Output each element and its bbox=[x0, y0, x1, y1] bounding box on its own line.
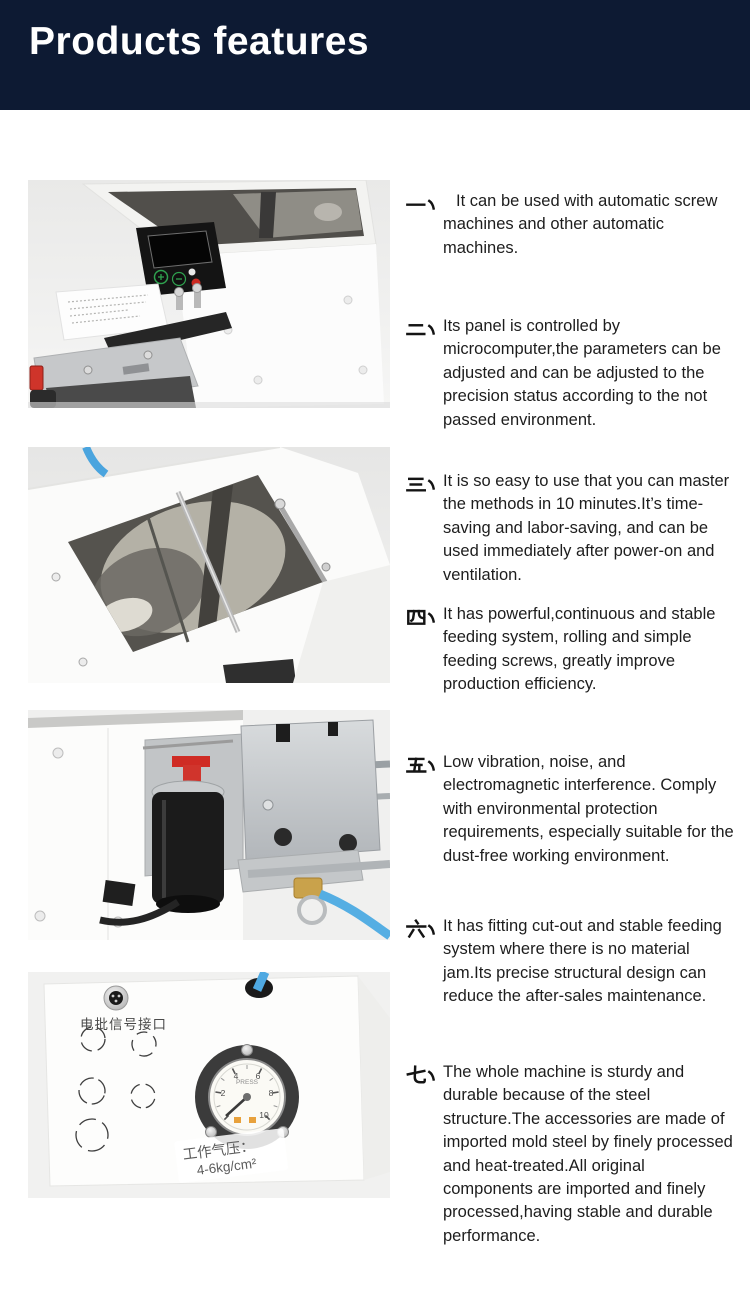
gauge-scale-8: 8 bbox=[269, 1088, 274, 1098]
gauge-scale-10: 10 bbox=[259, 1110, 269, 1120]
gauge-dial-text: PRESS bbox=[236, 1079, 259, 1086]
pressure-label: 工作气压： 4-6kg/cm² bbox=[174, 1128, 289, 1183]
feature-number-icon bbox=[406, 199, 436, 210]
pressure-gauge: 2 4 6 8 10 PRESS bbox=[195, 1044, 299, 1149]
blue-air-tube bbox=[252, 972, 270, 992]
feature-item: It is so easy to use that you can master… bbox=[405, 470, 739, 587]
feature-item: Low vibration, noise, and electromagneti… bbox=[405, 751, 739, 868]
screw-feeder-machine-illustration bbox=[28, 180, 390, 408]
feature-item: The whole machine is sturdy and durable … bbox=[405, 1061, 739, 1248]
feature-item: It has powerful,continuous and stable fe… bbox=[405, 603, 739, 697]
gauge-needle bbox=[225, 1096, 248, 1117]
feature-text: The whole machine is sturdy and durable … bbox=[443, 1063, 733, 1245]
gauge-scale-6: 6 bbox=[256, 1071, 261, 1081]
feature-text: It is so easy to use that you can master… bbox=[443, 472, 730, 584]
pressure-panel-illustration: 电批信号接口 bbox=[28, 972, 390, 1198]
feature-number-icon bbox=[406, 1065, 436, 1084]
blue-air-tube bbox=[318, 889, 390, 940]
feature-number-icon bbox=[407, 609, 436, 625]
feature-number-icon bbox=[406, 477, 436, 492]
feed-motor-illustration bbox=[28, 710, 390, 940]
gauge-scale-2: 2 bbox=[221, 1088, 226, 1098]
feature-item: Its panel is controlled by microcomputer… bbox=[405, 315, 739, 432]
feature-number-icon bbox=[406, 918, 436, 939]
product-photo-2 bbox=[28, 447, 390, 683]
feature-text: Low vibration, noise, and electromagneti… bbox=[443, 753, 734, 865]
feature-item: It can be used with automatic screw mach… bbox=[405, 190, 739, 260]
page-title: Products features bbox=[29, 20, 370, 63]
feature-text: It has powerful,continuous and stable fe… bbox=[443, 605, 716, 694]
connector-label: 电批信号接口 bbox=[80, 1016, 167, 1032]
feature-number-icon bbox=[406, 757, 436, 773]
product-photo-1 bbox=[28, 180, 390, 408]
header-band: Products features bbox=[0, 0, 750, 110]
feature-text: It has fitting cut-out and stable feedin… bbox=[443, 917, 722, 1006]
feature-number-icon bbox=[406, 324, 436, 336]
gauge-scale-4: 4 bbox=[234, 1071, 239, 1081]
svg-text:4-6kg/cm²: 4-6kg/cm² bbox=[196, 1156, 258, 1178]
signal-connector bbox=[103, 985, 129, 1011]
feed-motor bbox=[151, 780, 225, 913]
cutter-block bbox=[240, 719, 381, 861]
control-panel bbox=[136, 222, 226, 296]
red-switch bbox=[29, 365, 44, 391]
product-photo-4: 电批信号接口 bbox=[28, 972, 390, 1198]
feature-text: It can be used with automatic screw mach… bbox=[443, 192, 718, 257]
blue-air-tube bbox=[82, 447, 109, 478]
product-photo-3 bbox=[28, 710, 390, 940]
feature-text: Its panel is controlled by microcomputer… bbox=[443, 317, 721, 429]
hopper-tray-illustration bbox=[28, 447, 390, 683]
feature-item: It has fitting cut-out and stable feedin… bbox=[405, 915, 739, 1009]
motor-cable bbox=[99, 899, 180, 926]
brass-fitting bbox=[293, 877, 327, 925]
